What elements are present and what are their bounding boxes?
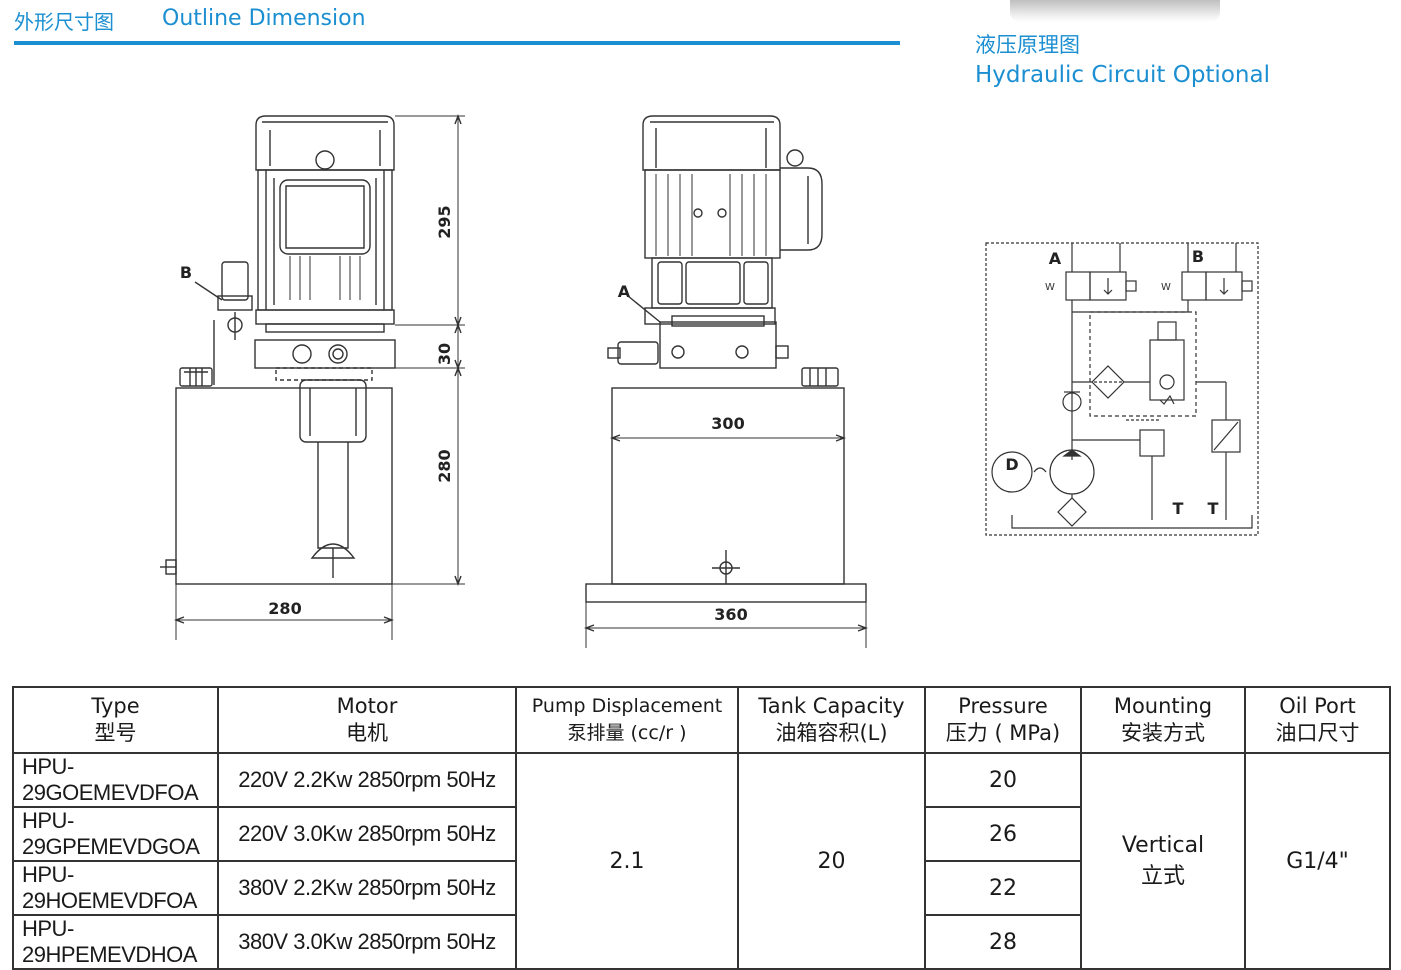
front-view xyxy=(160,114,465,640)
cell-motor: 220V 2.2Kw 2850rpm 50Hz xyxy=(217,752,517,808)
table-row: HPU-29GPEMEVDGOA 220V 3.0Kw 2850rpm 50Hz… xyxy=(12,806,1390,862)
circuit-tank-2: T xyxy=(1208,499,1219,518)
section-title-cn: 外形尺寸图 xyxy=(14,10,114,34)
cell-type: HPU-29GOEMEVDFOA xyxy=(12,752,219,808)
cell-pressure: 20 xyxy=(924,752,1082,808)
dim-front-width: 280 xyxy=(268,599,301,618)
table-row: HPU-29HOEMEVDFOA 380V 2.2Kw 2850rpm 50Hz… xyxy=(12,860,1390,916)
circuit-port-a: A xyxy=(1049,249,1062,268)
cell-motor: 380V 3.0Kw 2850rpm 50Hz xyxy=(217,914,517,970)
cell-pressure: 26 xyxy=(924,806,1082,862)
header-rule xyxy=(14,41,900,45)
cell-motor: 380V 2.2Kw 2850rpm 50Hz xyxy=(217,860,517,916)
cell-type: HPU-29GPEMEVDGOA xyxy=(12,806,219,862)
circuit-port-b: B xyxy=(1192,247,1204,266)
table-row: HPU-29GOEMEVDFOA 220V 2.2Kw 2850rpm 50Hz… xyxy=(12,752,1391,970)
dim-block-height: 30 xyxy=(435,343,454,365)
cell-pump-displacement: 2.1 xyxy=(515,752,739,970)
hydraulic-circuit xyxy=(985,242,1259,536)
dim-base-width: 360 xyxy=(714,605,747,624)
side-view xyxy=(584,115,868,648)
cell-pressure: 28 xyxy=(924,914,1082,970)
decorative-shade xyxy=(1010,0,1220,22)
port-label-b: B xyxy=(180,263,192,282)
cell-pressure: 22 xyxy=(924,860,1082,916)
cell-tank-capacity: 20 xyxy=(737,752,926,970)
circuit-motor: D xyxy=(1005,455,1018,474)
section-title-en: Outline Dimension xyxy=(162,6,366,31)
circuit-valve-w2: W xyxy=(1161,282,1171,293)
circuit-title-cn: 液压原理图 xyxy=(975,33,1080,57)
circuit-labels: A B T T D W W xyxy=(1005,247,1218,518)
cell-oil-port: G1/4" xyxy=(1244,752,1391,970)
circuit-title-en: Hydraulic Circuit Optional xyxy=(975,62,1270,88)
cell-type: HPU-29HOEMEVDFOA xyxy=(12,860,219,916)
circuit-header: 液压原理图 Hydraulic Circuit Optional xyxy=(975,30,1270,90)
port-label-a: A xyxy=(618,282,631,301)
circuit-valve-w1: W xyxy=(1045,282,1055,293)
circuit-tank-1: T xyxy=(1173,499,1184,518)
cell-motor: 220V 3.0Kw 2850rpm 50Hz xyxy=(217,806,517,862)
outline-drawings: 295 30 280 280 B xyxy=(160,114,1259,648)
dim-tank-width: 300 xyxy=(711,414,744,433)
dim-motor-height: 295 xyxy=(435,205,454,238)
cell-type: HPU-29HPEMEVDHOA xyxy=(12,914,219,970)
dim-tank-height: 280 xyxy=(435,449,454,482)
